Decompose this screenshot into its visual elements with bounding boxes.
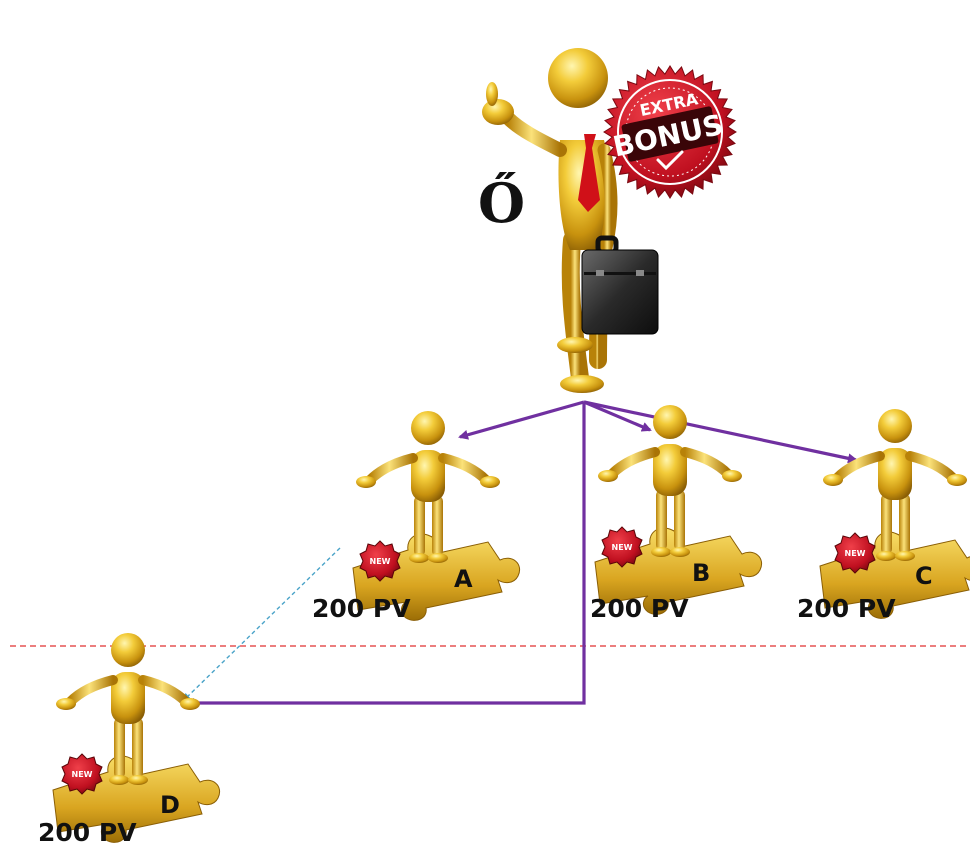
extra-bonus-badge: EXTRA BONUS [603,65,737,199]
member-c-letter: C [915,562,933,590]
arrow-to-a [458,400,585,440]
top-person-label: Ő [478,171,525,235]
member-a-pv: 200 PV [312,594,411,623]
arrow-to-d [184,402,586,708]
member-c-pv: 200 PV [797,594,896,623]
member-d-letter: D [160,791,180,819]
dotted-link-a-to-d [182,547,341,702]
member-b: NEW B 200 PV [590,405,762,623]
member-d-pv: 200 PV [38,818,137,847]
connection-arrows [182,400,858,708]
new-badge-label: NEW [612,543,633,552]
arrow-to-b [583,400,652,432]
arrow-to-c [583,400,858,464]
new-badge-label: NEW [845,549,866,558]
member-b-letter: B [692,559,710,587]
member-d: NEW D 200 PV [38,633,220,847]
new-badge-label: NEW [370,557,391,566]
member-b-pv: 200 PV [590,594,689,623]
new-badge-label: NEW [72,770,93,779]
member-c: NEW C 200 PV [797,409,970,623]
member-a-letter: A [454,565,473,593]
member-a: NEW A 200 PV [312,411,520,623]
briefcase-icon [581,235,659,335]
